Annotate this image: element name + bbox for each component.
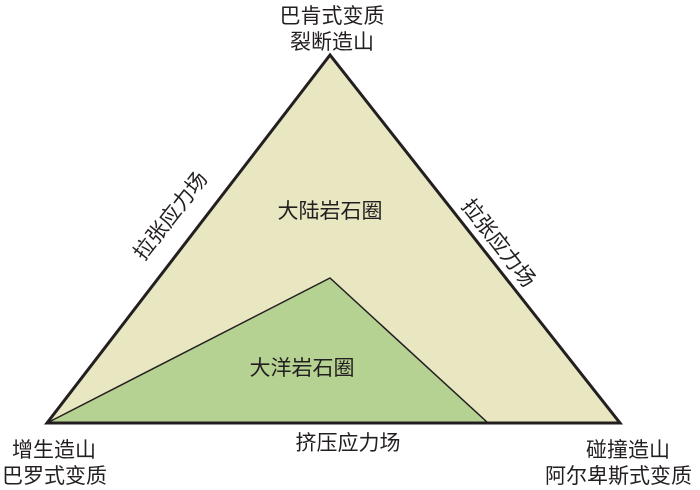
top-vertex-line2: 裂断造山 — [290, 30, 374, 54]
top-vertex-line1: 巴肯式变质 — [279, 4, 385, 28]
top-vertex-label: 巴肯式变质 裂断造山 — [280, 3, 385, 55]
continental-lithosphere-label: 大陆岩石圈 — [277, 199, 383, 223]
right-vertex-label: 碰撞造山 阿尔卑斯式变质 — [545, 437, 692, 489]
left-vertex-line1: 增生造山 — [12, 438, 96, 462]
left-vertex-line2: 巴罗式变质 — [2, 464, 107, 488]
right-vertex-line1: 碰撞造山 — [586, 438, 670, 462]
oceanic-lithosphere-label: 大洋岩石圈 — [249, 356, 355, 380]
bottom-edge-label: 挤压应力场 — [295, 431, 401, 455]
right-vertex-line2: 阿尔卑斯式变质 — [545, 464, 692, 488]
left-vertex-label: 增生造山 巴罗式变质 — [2, 437, 107, 489]
